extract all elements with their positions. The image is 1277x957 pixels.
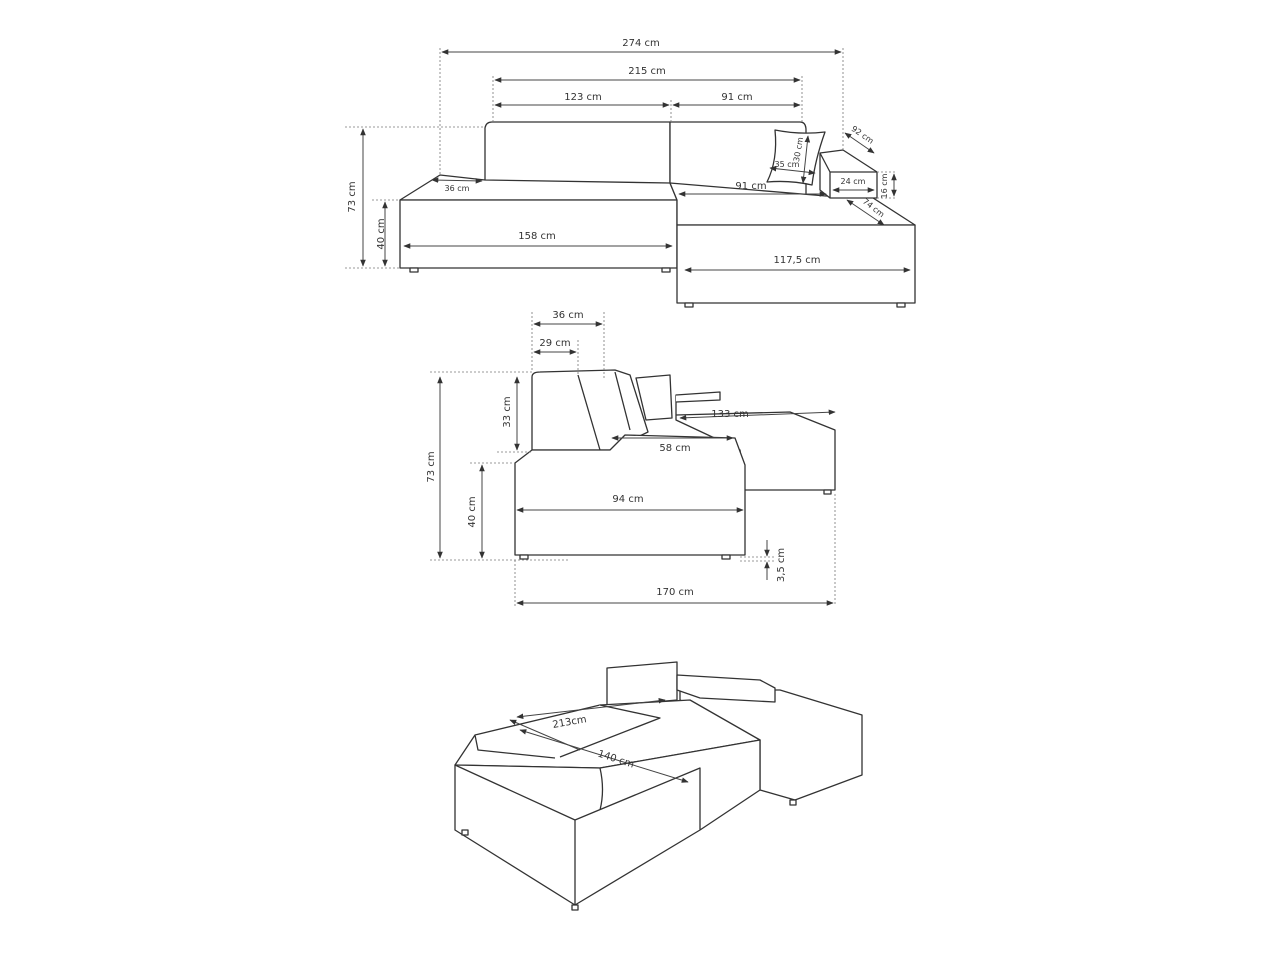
label-35: 35 cm <box>775 160 800 169</box>
armrest-iso <box>676 674 776 703</box>
seat-side <box>514 434 746 556</box>
label-30: 30 cm <box>792 136 805 162</box>
label-215: 215 cm <box>628 66 666 77</box>
leg <box>896 302 906 308</box>
label-3-5: 3,5 cm <box>776 548 787 582</box>
front-view: 274 cm 215 cm 123 cm 91 cm 36 cm 158 cm … <box>345 38 916 308</box>
side-view: 36 cm 29 cm 33 cm 73 cm 40 cm 133 cm 58 … <box>426 310 836 606</box>
label-24: 24 cm <box>841 177 866 186</box>
leg <box>409 267 419 273</box>
label-73: 73 cm <box>347 181 358 212</box>
label-36: 36 cm <box>445 184 470 193</box>
backrest-left <box>484 121 671 186</box>
label-33: 33 cm <box>502 396 513 427</box>
label-133: 133 cm <box>711 409 749 420</box>
armrest <box>819 149 878 199</box>
backrest-iso <box>606 661 678 707</box>
chaise-front <box>676 224 916 304</box>
label-40: 40 cm <box>376 218 387 249</box>
label-36-side: 36 cm <box>552 310 583 321</box>
label-91-top: 91 cm <box>721 92 752 103</box>
bed-view: 213cm 140 cm <box>454 661 863 911</box>
seat-front <box>399 199 678 269</box>
label-91-mid: 91 cm <box>735 181 766 192</box>
leg <box>661 267 671 273</box>
label-29: 29 cm <box>539 338 570 349</box>
label-92: 92 cm <box>850 124 876 146</box>
label-117-5: 117,5 cm <box>773 255 820 266</box>
label-158: 158 cm <box>518 231 556 242</box>
label-170: 170 cm <box>656 587 694 598</box>
label-16: 16 cm <box>880 173 889 198</box>
label-274: 274 cm <box>622 38 660 49</box>
pillow-side <box>635 374 673 421</box>
leg <box>684 302 694 308</box>
label-58: 58 cm <box>659 443 690 454</box>
label-73-side: 73 cm <box>426 451 437 482</box>
label-40-side: 40 cm <box>467 496 478 527</box>
label-123: 123 cm <box>564 92 602 103</box>
label-94: 94 cm <box>612 494 643 505</box>
